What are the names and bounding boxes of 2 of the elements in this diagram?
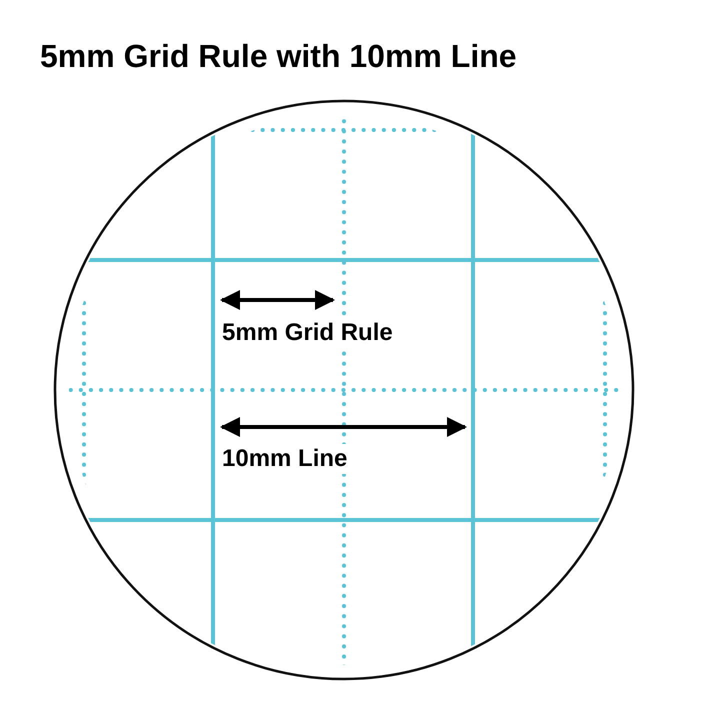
dimension-label: 5mm Grid Rule [220,318,395,348]
title: 5mm Grid Rule with 10mm Line [40,37,517,76]
